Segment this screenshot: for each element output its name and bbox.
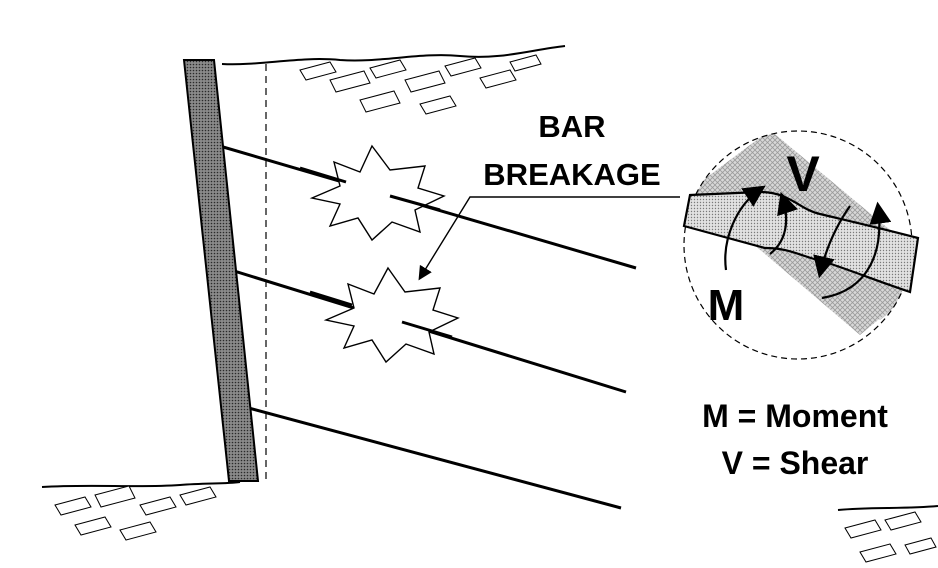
legend-moment: M = Moment — [702, 398, 888, 434]
shear-arrow-left — [769, 191, 798, 255]
top-soil-hatch — [299, 54, 542, 115]
legend-shear: V = Shear — [722, 445, 869, 481]
breakage-pointer — [418, 196, 680, 281]
detail-circle: V M — [682, 130, 920, 360]
breakage-star-lower — [323, 266, 460, 364]
bottom-left-ground — [41, 481, 241, 541]
moment-arrow-left — [724, 185, 766, 271]
nail-3 — [229, 401, 622, 510]
breakage-label-line2: BREAKAGE — [483, 157, 660, 192]
moment-symbol: M — [708, 281, 745, 330]
deformed-bar — [682, 190, 920, 294]
shear-arrow-right — [813, 205, 851, 279]
shear-symbol: V — [786, 146, 820, 202]
breakage-star-upper — [309, 144, 446, 242]
soldier-pile-wall — [182, 59, 260, 482]
bottom-right-ground — [837, 505, 938, 563]
top-ground — [221, 45, 566, 115]
moment-arrow-right — [821, 201, 892, 300]
breakage-label-line1: BAR — [538, 109, 605, 144]
